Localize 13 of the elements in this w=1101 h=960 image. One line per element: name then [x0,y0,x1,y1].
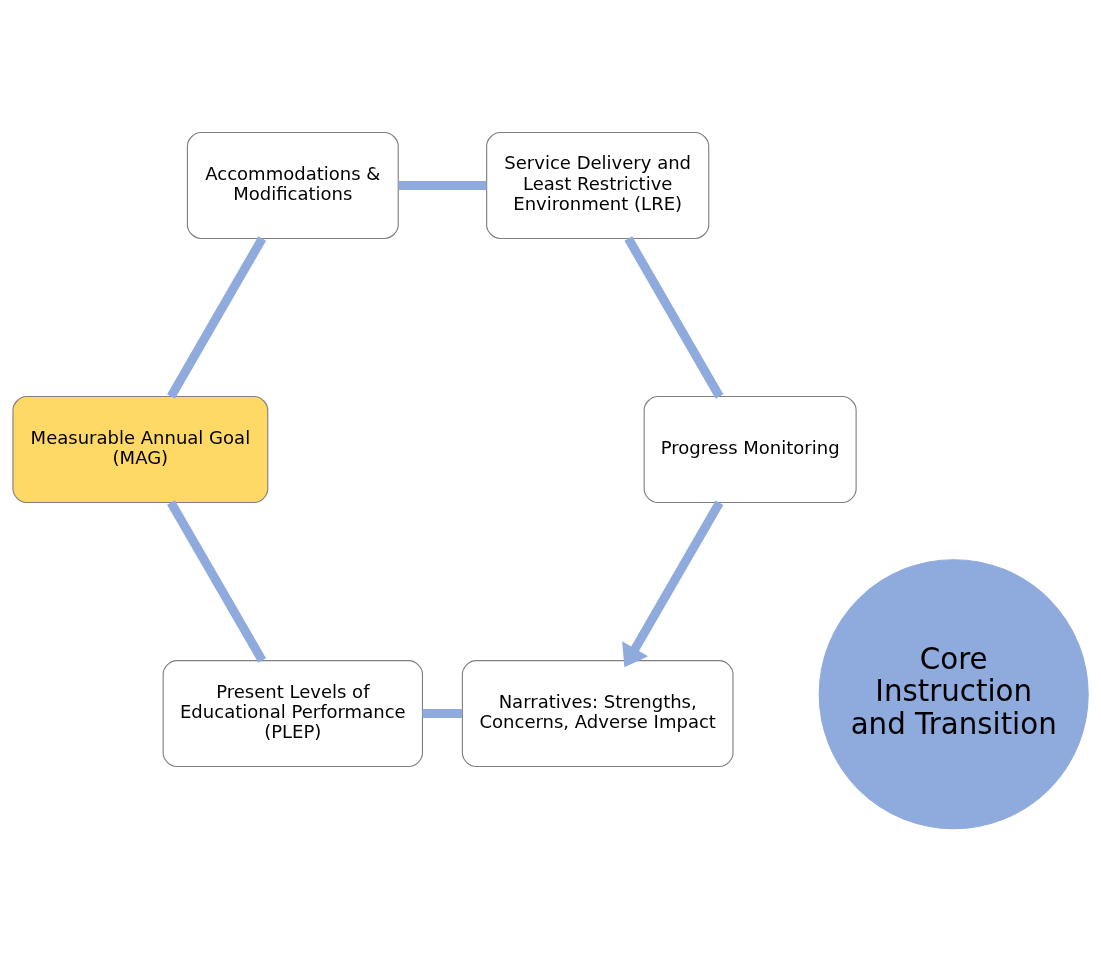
node-box: Present Levels of Educational Performance (PLEP) [162,659,424,767]
arrow [622,499,724,667]
node-box: Measurable Annual Goal (MAG) [12,395,269,503]
node-box: Narratives: Strengths, Concerns, Adverse Impact [461,659,734,767]
connector [624,235,724,399]
connector [398,180,487,190]
node-box: Accommodations & Modifications [186,131,399,239]
node-box: Service Delivery and Least Restrictive Environment (LRE) [486,131,710,239]
node-circle: Core Instruction and Transition [818,558,1089,829]
node-box: Progress Monitoring [643,395,857,503]
connector [422,708,463,718]
connector [167,235,267,399]
connector [167,499,267,663]
